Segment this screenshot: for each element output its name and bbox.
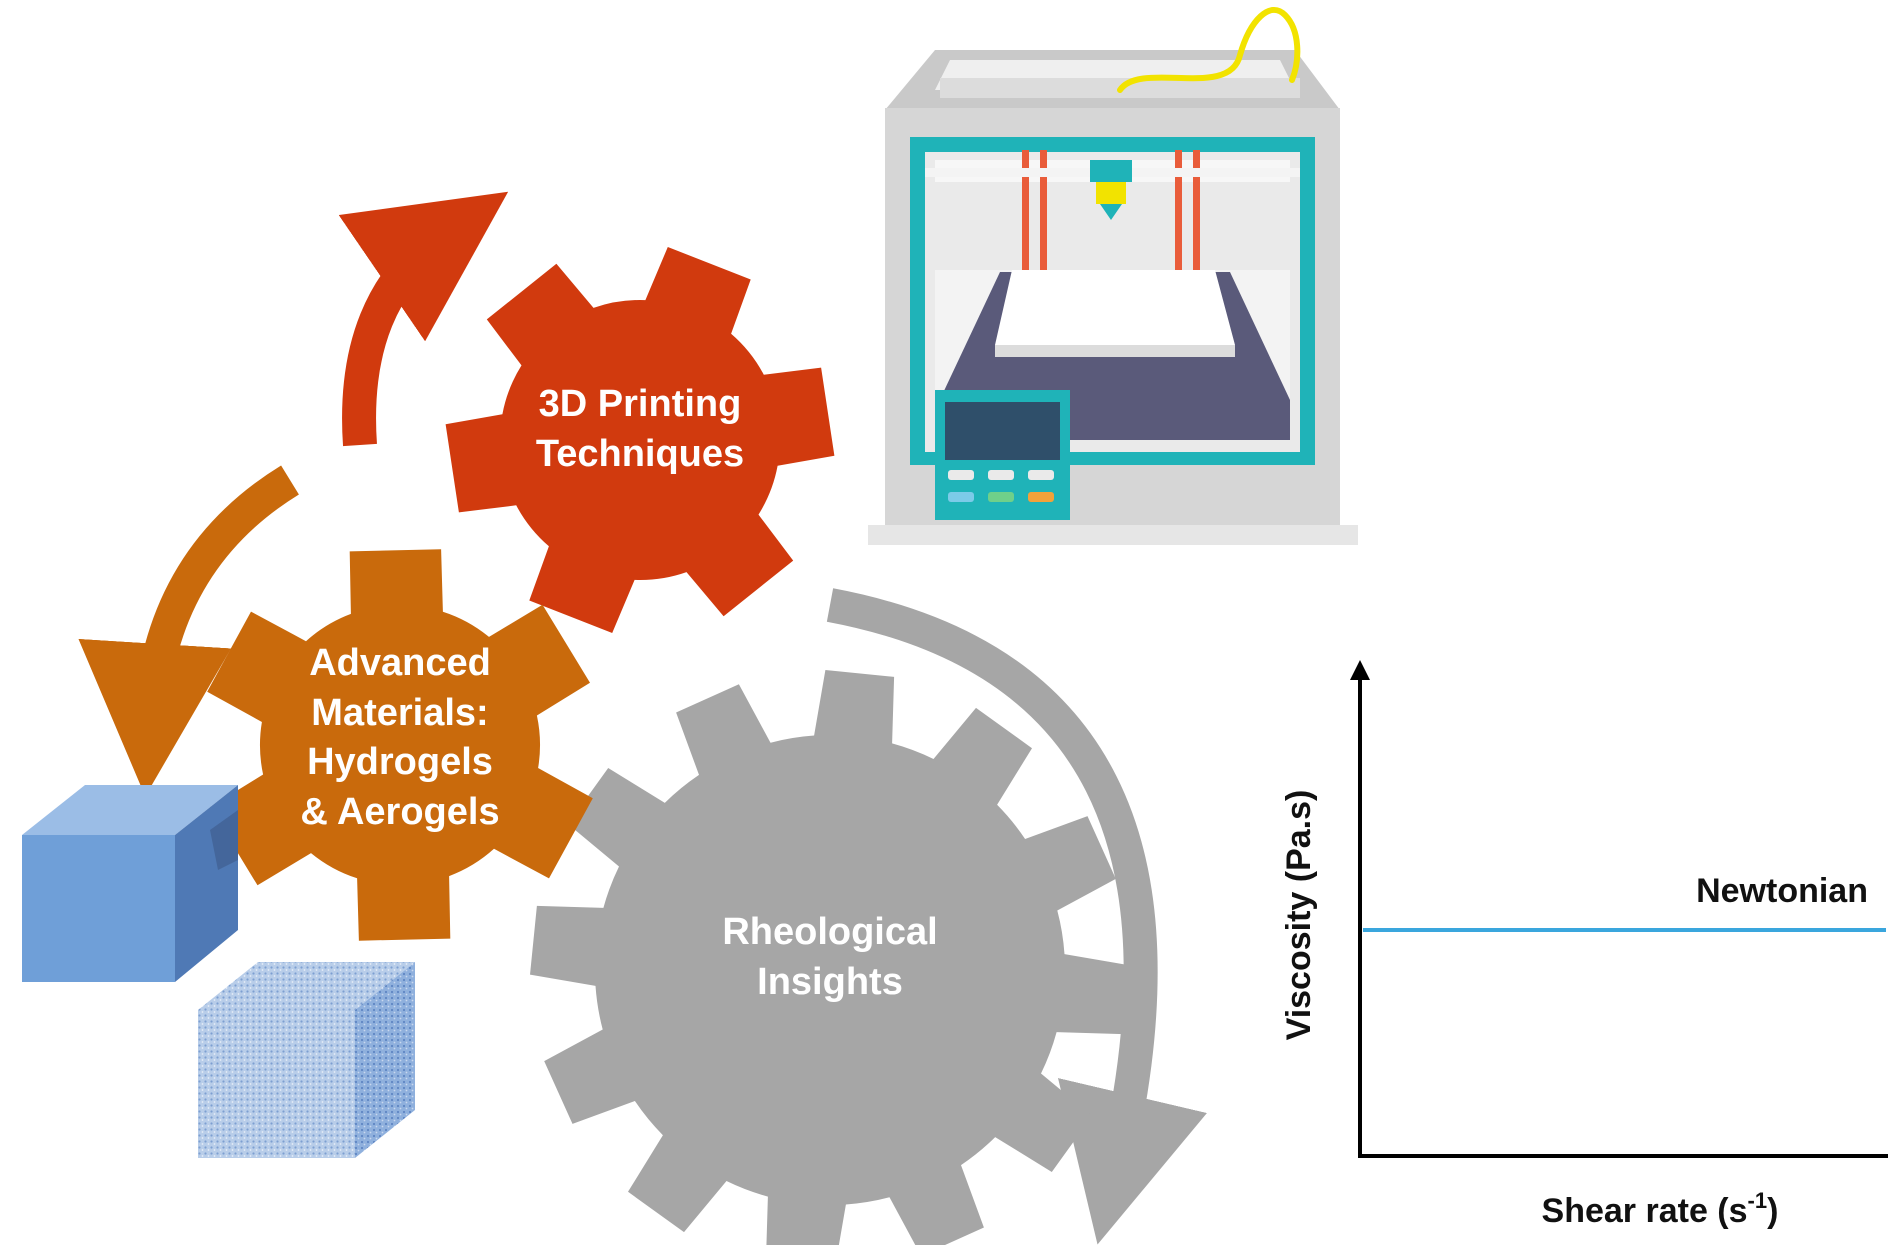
rheology-gear-label-line2: Insights	[757, 961, 903, 1003]
advanced-materials-gear	[207, 549, 593, 941]
gray-cycle-arrow	[826, 588, 1207, 1245]
rheological-gear	[530, 670, 1130, 1245]
x-axis-label-main: Shear rate (s	[1542, 1192, 1748, 1230]
rheology-gear-label-line1: Rheological	[722, 911, 937, 953]
orange-cycle-arrow	[78, 465, 300, 797]
aerogel-cube-icon	[198, 962, 415, 1158]
3d-printing-gear	[445, 247, 835, 633]
viscosity-plot: Newtonian Viscosity (Pa.s) Shear rate (s…	[1280, 660, 1888, 1230]
materials-gear-label-line1: Advanced	[309, 642, 491, 684]
newtonian-label: Newtonian	[1696, 872, 1868, 910]
3d-printer-icon	[868, 7, 1358, 545]
y-axis-label: Viscosity (Pa.s)	[1280, 790, 1318, 1041]
materials-gear-label-line3: Hydrogels	[307, 741, 493, 783]
x-axis-label: Shear rate (s-1)	[1542, 1188, 1779, 1230]
red-cycle-arrow	[338, 191, 509, 447]
materials-gear-label-line4: & Aerogels	[300, 791, 499, 833]
materials-gear-label-line2: Materials:	[311, 692, 488, 734]
printing-gear-label-line2: Techniques	[536, 433, 744, 475]
x-axis-label-end: )	[1767, 1192, 1778, 1230]
printing-gear-label-line1: 3D Printing	[539, 383, 742, 425]
x-axis-label-sup: -1	[1748, 1188, 1768, 1213]
hydrogel-cube-icon	[22, 785, 238, 982]
